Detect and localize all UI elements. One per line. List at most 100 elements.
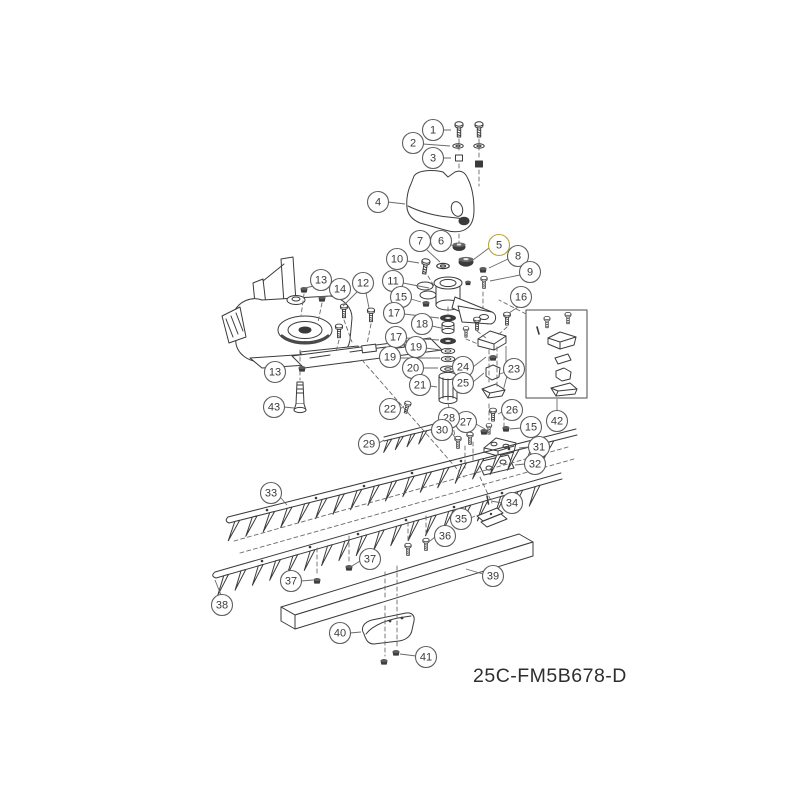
part-code: 25C-FM5B678-D <box>473 665 627 687</box>
svg-text:25: 25 <box>457 378 469 390</box>
svg-text:2: 2 <box>410 138 416 150</box>
callouts: 1 2 3 4 5 6 7 8 9 10 11 12 13 14 15 16 1… <box>210 118 569 669</box>
svg-text:15: 15 <box>395 292 407 304</box>
svg-text:4: 4 <box>375 197 381 209</box>
callout-25: 25 <box>451 371 475 395</box>
callout-42: 42 <box>545 409 569 433</box>
svg-text:18: 18 <box>416 319 428 331</box>
svg-text:10: 10 <box>391 254 403 266</box>
svg-text:37: 37 <box>364 554 376 566</box>
callout-14: 14 <box>328 277 352 301</box>
svg-text:20: 20 <box>407 363 419 375</box>
callout-13: 13 <box>309 268 333 292</box>
callout-43: 43 <box>262 395 286 419</box>
svg-text:32: 32 <box>529 459 541 471</box>
part-blade-upper <box>225 428 578 542</box>
part-top-screws <box>452 121 485 168</box>
callout-8: 8 <box>506 244 530 268</box>
svg-text:37: 37 <box>285 576 297 588</box>
callout-22: 22 <box>378 397 402 421</box>
callout-3: 3 <box>421 146 445 170</box>
svg-text:40: 40 <box>334 628 346 640</box>
svg-text:13: 13 <box>315 275 327 287</box>
svg-text:1: 1 <box>430 125 436 137</box>
part-support-bar <box>280 533 534 630</box>
callout-37: 37 <box>358 547 382 571</box>
svg-text:24: 24 <box>457 362 469 374</box>
part-shroud <box>406 170 475 233</box>
callout-16: 16 <box>509 285 533 309</box>
callout-40: 40 <box>328 621 352 645</box>
svg-text:16: 16 <box>515 292 527 304</box>
callout-17b: 17 <box>384 325 408 349</box>
part-guide-bracket <box>483 437 517 457</box>
svg-text:26: 26 <box>506 405 518 417</box>
part-kit-box <box>525 309 588 399</box>
svg-text:22: 22 <box>384 404 396 416</box>
callout-26: 26 <box>500 398 524 422</box>
callout-36: 36 <box>433 524 457 548</box>
svg-text:43: 43 <box>268 402 280 414</box>
callout-6: 6 <box>429 229 453 253</box>
callout-7: 7 <box>408 229 432 253</box>
callout-19: 19 <box>404 335 428 359</box>
callout-5-highlighted: 5 <box>487 233 511 257</box>
callout-12: 12 <box>351 271 375 295</box>
callout-41: 41 <box>414 645 438 669</box>
svg-text:33: 33 <box>265 488 277 500</box>
part-blade-tips <box>476 495 508 528</box>
callout-13b: 13 <box>263 360 287 384</box>
callout-35: 35 <box>449 507 473 531</box>
svg-text:5: 5 <box>496 240 502 252</box>
callout-30: 30 <box>430 418 454 442</box>
callout-27: 27 <box>454 410 478 434</box>
svg-text:6: 6 <box>438 236 444 248</box>
callout-10: 10 <box>385 247 409 271</box>
svg-text:21: 21 <box>414 380 426 392</box>
svg-text:36: 36 <box>439 531 451 543</box>
part-bolt-43 <box>293 381 307 414</box>
svg-text:17: 17 <box>390 332 402 344</box>
svg-text:3: 3 <box>430 153 436 165</box>
svg-text:35: 35 <box>455 514 467 526</box>
svg-text:42: 42 <box>551 416 563 428</box>
callout-4: 4 <box>366 190 390 214</box>
svg-text:30: 30 <box>436 425 448 437</box>
svg-text:29: 29 <box>363 439 375 451</box>
svg-text:27: 27 <box>460 417 472 429</box>
callout-2: 2 <box>401 131 425 155</box>
svg-text:17: 17 <box>388 308 400 320</box>
callout-1: 1 <box>421 118 445 142</box>
svg-text:41: 41 <box>420 652 432 664</box>
svg-text:39: 39 <box>487 571 499 583</box>
callout-29: 29 <box>357 432 381 456</box>
svg-text:15: 15 <box>525 422 537 434</box>
callout-31: 31 <box>527 435 551 459</box>
part-clamp-cluster <box>462 311 511 399</box>
svg-text:9: 9 <box>527 267 533 279</box>
callout-34: 34 <box>500 491 524 515</box>
callout-33: 33 <box>259 481 283 505</box>
svg-text:8: 8 <box>515 251 521 263</box>
svg-text:19: 19 <box>410 342 422 354</box>
svg-text:31: 31 <box>533 442 545 454</box>
callout-18: 18 <box>410 312 434 336</box>
svg-text:23: 23 <box>508 364 520 376</box>
callout-17: 17 <box>382 301 406 325</box>
part-washer-stack <box>438 314 458 405</box>
callout-32: 32 <box>523 452 547 476</box>
callout-15b: 15 <box>519 415 543 439</box>
svg-text:34: 34 <box>506 498 518 510</box>
svg-text:11: 11 <box>387 276 398 288</box>
svg-text:13: 13 <box>269 367 281 379</box>
svg-text:7: 7 <box>417 236 423 248</box>
callout-19b: 19 <box>378 345 402 369</box>
callout-9: 9 <box>518 260 542 284</box>
svg-text:19: 19 <box>384 352 396 364</box>
callout-24: 24 <box>451 355 475 379</box>
part-guard <box>361 612 415 666</box>
callout-38: 38 <box>210 593 234 617</box>
callout-39: 39 <box>481 564 505 588</box>
